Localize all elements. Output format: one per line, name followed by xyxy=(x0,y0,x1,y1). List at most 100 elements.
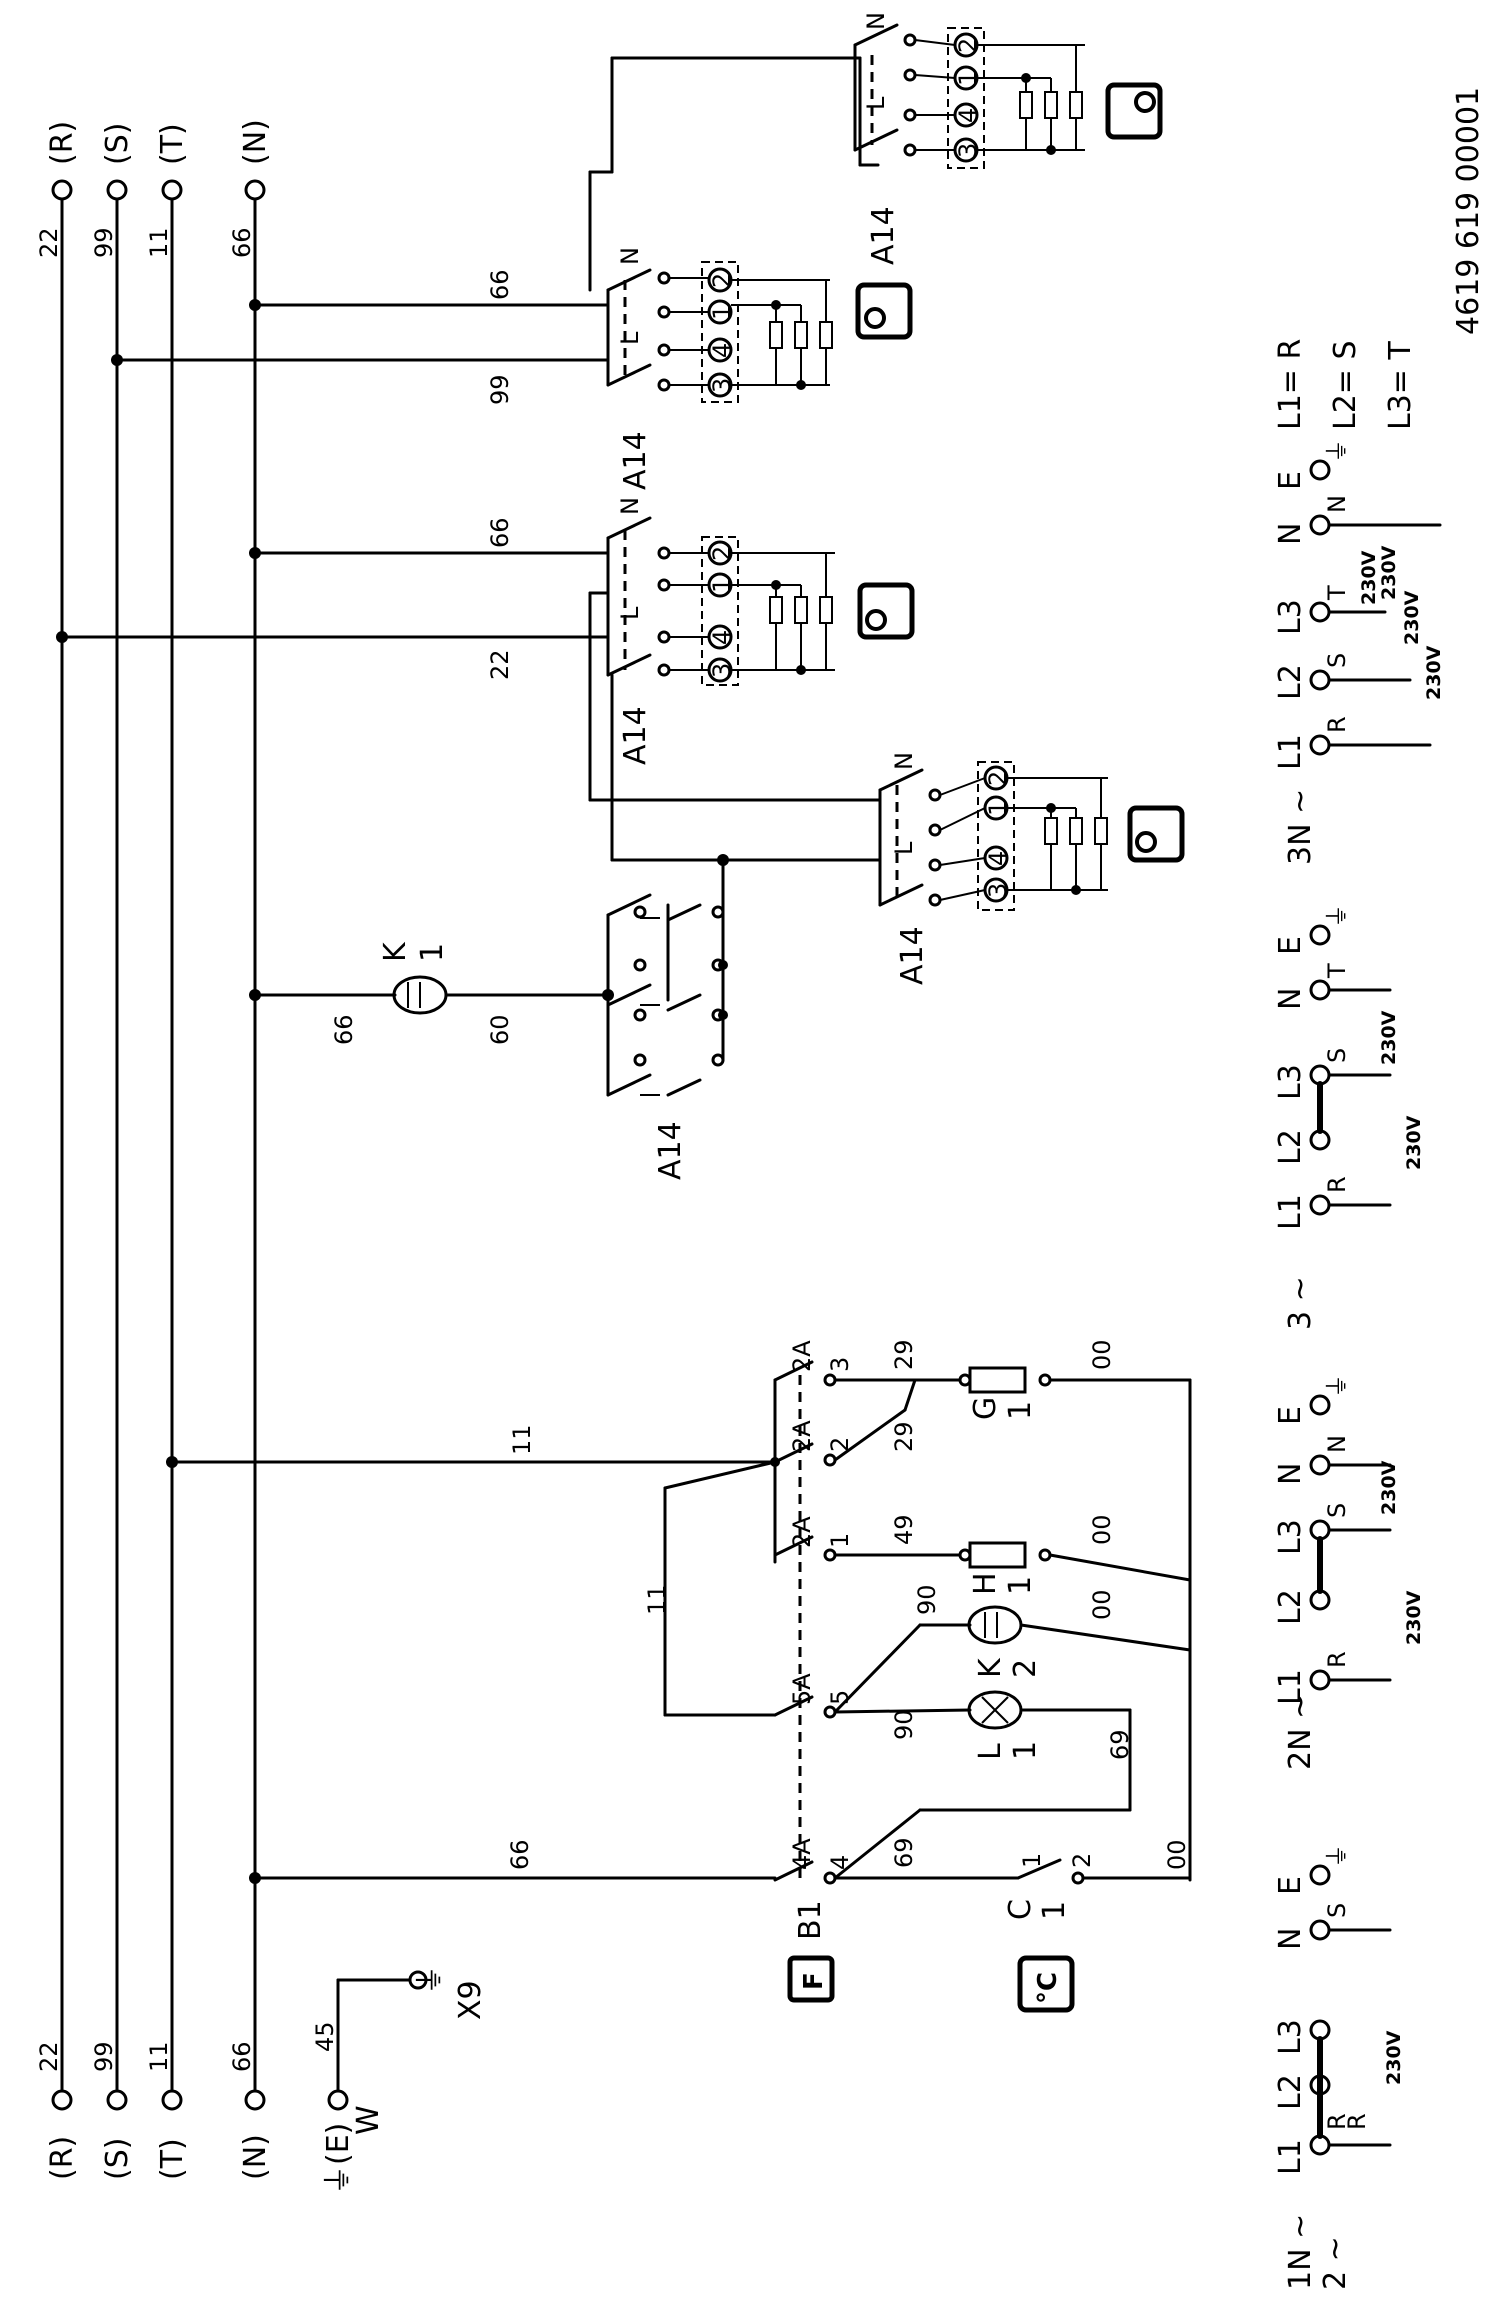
wire-00-h: 00 xyxy=(1088,1514,1116,1545)
lamp-k1-letter: K xyxy=(378,941,413,962)
connection-schemes: 1N ~ 2 ~ L1 L2 L3 N E R R S ⏚ 230V 2N ~ … xyxy=(1273,439,1445,2290)
scheme-1n-title: 1N ~ xyxy=(1283,2214,1318,2290)
wire-66-lamp-k1: 66 xyxy=(330,1014,358,1045)
phase-legend-l3: L3= T xyxy=(1383,341,1418,430)
scheme-3-sub-t: T xyxy=(1323,963,1351,979)
scheme-3n-sub-s: S xyxy=(1323,653,1351,668)
bus-label-t-bottom: (T) xyxy=(155,2138,190,2180)
phase-legend-l1: L1= R xyxy=(1273,339,1308,430)
earth-terminal-w: W xyxy=(351,2105,386,2135)
contact-l-3: L xyxy=(616,606,644,620)
contact-n-1: N xyxy=(862,12,890,30)
contact-1-3: 1 xyxy=(708,578,736,593)
contact-1-4: 1 xyxy=(708,305,736,320)
scheme-1n-sub-r2: R xyxy=(1343,2113,1371,2130)
scheme-2n-earth: ⏚ xyxy=(1323,1374,1351,1398)
drawing-number: 4619 619 00001 xyxy=(1451,87,1486,335)
scheme-3n-l2: L2 xyxy=(1273,664,1308,700)
contact-4-1: 4 xyxy=(954,108,982,123)
wire-29-g2: 29 xyxy=(890,1421,918,1452)
lamp-l1-letter: L xyxy=(973,1743,1008,1760)
bus-label-s-bottom: (S) xyxy=(100,2138,135,2180)
scheme-1n-n: N xyxy=(1273,1928,1308,1950)
selector-symbol: F xyxy=(799,1972,829,1990)
scheme-3: 3 ~ L1 L2 L3 N E R S T ⏚ 230V 230V xyxy=(1273,904,1425,1330)
scheme-2n-sub-n: N xyxy=(1323,1435,1351,1453)
scheme-3n-n: N xyxy=(1273,523,1308,545)
wire-22-top: 22 xyxy=(35,227,63,258)
hotplate-4-circuit: 66 99 A14 N L 2 1 4 3 xyxy=(111,247,913,490)
wire-45-bottom: 45 xyxy=(311,2021,339,2052)
scheme-3n-l1: L1 xyxy=(1273,734,1308,770)
contact-3-2: 3 xyxy=(984,883,1012,898)
thermostat-letter: C xyxy=(1003,1899,1038,1920)
bus-label-e-bottom: ⏚(E) xyxy=(321,2123,356,2195)
scheme-2n-l3: L3 xyxy=(1273,1519,1308,1555)
scheme-3n-v1: 230V xyxy=(1423,645,1445,700)
scheme-1n-l2: L2 xyxy=(1273,2074,1308,2110)
contact-n-2: N xyxy=(890,752,918,770)
contact-3-3: 3 xyxy=(708,663,736,678)
scheme-1n-v1: 230V xyxy=(1383,2030,1405,2085)
thermostat-symbol: °C xyxy=(1033,1972,1063,2004)
switch-label-a14-4: A14 xyxy=(618,431,653,490)
selector-name: B1 xyxy=(793,1900,828,1940)
selector-pos-5a: 5A xyxy=(788,1673,816,1705)
selector-out-4: 4 xyxy=(826,1855,854,1870)
wire-22-bottom: 22 xyxy=(35,2041,63,2072)
heater-g1-letter: G xyxy=(968,1397,1003,1420)
lamp-k1-index: 1 xyxy=(415,943,450,962)
wire-11-mid-selector: 11 xyxy=(643,1584,671,1615)
scheme-3n-sub-t: T xyxy=(1323,585,1351,601)
lamp-k2-letter: K xyxy=(973,1657,1008,1678)
scheme-3n-sub-n: N xyxy=(1323,495,1351,513)
scheme-3-earth: ⏚ xyxy=(1323,904,1351,928)
scheme-1n-subtitle: 2 ~ xyxy=(1318,2236,1353,2290)
wire-99-top: 99 xyxy=(90,227,118,258)
contact-2-4: 2 xyxy=(708,273,736,288)
scheme-3-l2: L2 xyxy=(1273,1129,1308,1165)
contact-n-3: N xyxy=(616,497,644,515)
scheme-1n-earth: ⏚ xyxy=(1323,1844,1351,1868)
wire-11-top-selector: 11 xyxy=(508,1424,536,1455)
wire-66-oven: 66 xyxy=(506,1839,534,1870)
wire-66-hotplate3: 66 xyxy=(486,517,514,548)
contact-n-4: N xyxy=(616,247,644,265)
wire-00-c: 00 xyxy=(1163,1839,1191,1870)
wire-00-g: 00 xyxy=(1088,1339,1116,1370)
scheme-3-v2: 230V xyxy=(1378,1010,1400,1065)
phase-legend-l2: L2= S xyxy=(1328,340,1363,430)
scheme-2n-l1: L1 xyxy=(1273,1669,1308,1705)
scheme-3n-earth: ⏚ xyxy=(1323,439,1351,463)
selector-pos-2a-1: 2A xyxy=(788,1516,816,1548)
bus-label-r-top: (R) xyxy=(45,121,80,165)
contact-3-4: 3 xyxy=(708,378,736,393)
scheme-3n-l3: L3 xyxy=(1273,599,1308,635)
wire-66-bottom: 66 xyxy=(228,2041,256,2072)
selector-pos-4a: 4A xyxy=(788,1838,816,1870)
earth-connector-x9: X9 xyxy=(453,1980,488,2020)
scheme-1n-l1: L1 xyxy=(1273,2139,1308,2175)
bus-label-n-bottom: (N) xyxy=(238,2134,273,2180)
selector-pos-2a-2: 2A xyxy=(788,1420,816,1452)
scheme-3-v1: 230V xyxy=(1403,1115,1425,1170)
selector-out-3: 3 xyxy=(826,1357,854,1372)
lamp-k2-index: 2 xyxy=(1008,1659,1043,1678)
wire-66-hotplate4: 66 xyxy=(486,269,514,300)
scheme-3n-title: 3N ~ xyxy=(1283,789,1318,865)
contact-4-4: 4 xyxy=(708,343,736,358)
selector-pos-2a-3: 2A xyxy=(788,1340,816,1372)
scheme-3n-v3: 230V xyxy=(1378,545,1400,600)
bus-label-r-bottom: (R) xyxy=(45,2136,80,2180)
wire-22-hotplate3: 22 xyxy=(486,649,514,680)
heater-g1-index: 1 xyxy=(1003,1401,1038,1420)
switch-label-a14-2: A14 xyxy=(895,926,930,985)
scheme-1n-l3: L3 xyxy=(1273,2019,1308,2055)
scheme-3-n: N xyxy=(1273,988,1308,1010)
scheme-2n: 2N ~ L1 L2 L3 N E R S N ⏚ 230V 230V xyxy=(1273,1374,1425,1770)
wire-69-c: 69 xyxy=(890,1837,918,1868)
scheme-1n: 1N ~ 2 ~ L1 L2 L3 N E R R S ⏚ 230V xyxy=(1273,1844,1405,2290)
switch-label-a14-aux: A14 xyxy=(653,1121,688,1180)
wire-60-lamp-k1: 60 xyxy=(486,1014,514,1045)
wire-00-k2: 00 xyxy=(1088,1589,1116,1620)
